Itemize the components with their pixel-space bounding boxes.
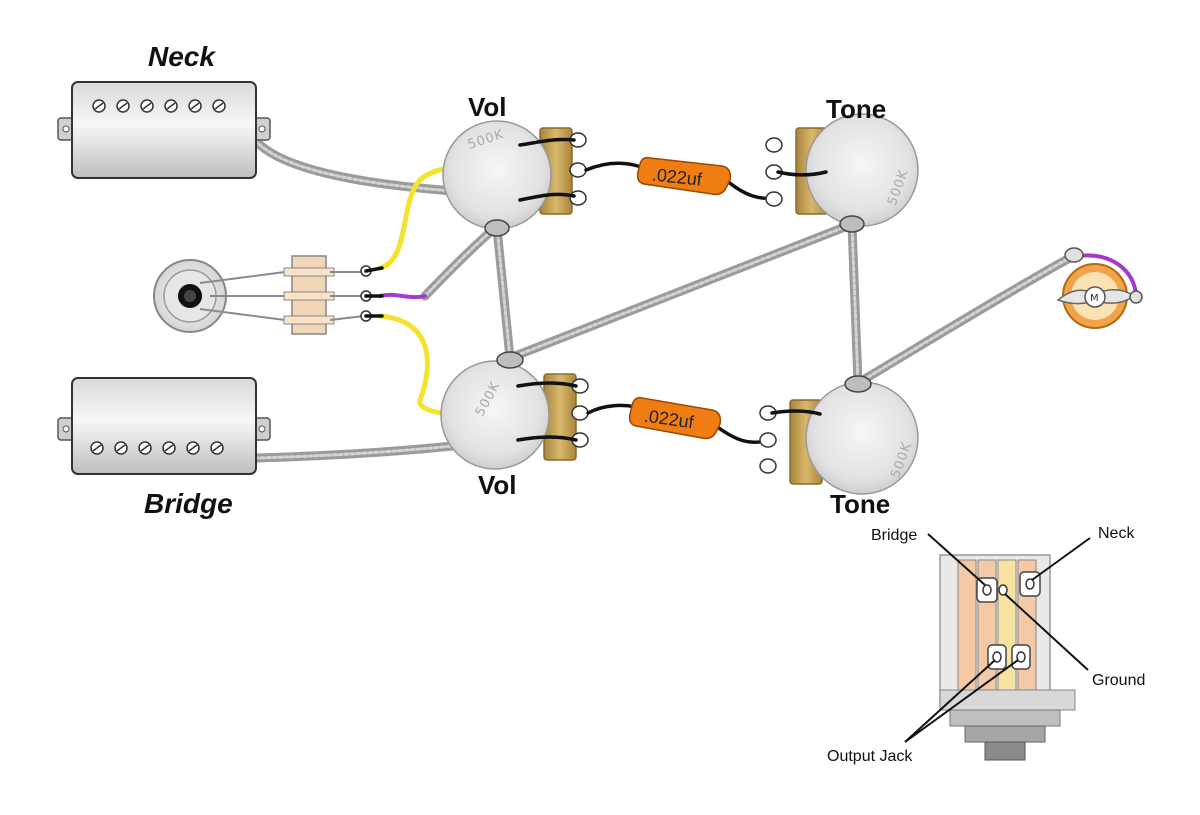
detail-neck-label: Neck xyxy=(1098,525,1135,542)
output-jack: M xyxy=(1056,247,1143,329)
volume-pot-bottom: 500K xyxy=(440,351,589,470)
tone-bottom-ground-lug xyxy=(844,375,872,393)
vol-top-ground-lug xyxy=(484,219,510,237)
vol-top-label: Vol xyxy=(468,92,507,122)
bridge-pickup xyxy=(57,377,271,475)
switch-purple-ground xyxy=(378,292,427,300)
detail-output-jack-label: Output Jack xyxy=(827,748,913,765)
detail-bridge-label: Bridge xyxy=(871,527,917,544)
cap-leads xyxy=(584,161,778,445)
neck-label: Neck xyxy=(148,41,216,72)
capacitor-top: .022uf xyxy=(636,156,732,196)
toggle-switch xyxy=(153,255,372,335)
vol-bottom-ground-lug xyxy=(496,351,524,369)
volume-pot-top: 500K xyxy=(442,120,587,237)
capacitor-bottom: .022uf xyxy=(628,396,722,440)
tone-pot-top: 500K xyxy=(765,113,919,233)
tone-bottom-label: Tone xyxy=(830,489,890,519)
vol-bottom-label: Vol xyxy=(478,470,517,500)
switch-detail xyxy=(904,533,1091,761)
tone-top-label: Tone xyxy=(826,94,886,124)
shielded-cables xyxy=(250,135,1080,463)
switch-lug-stack xyxy=(283,255,335,335)
tone-pot-bottom: 500K xyxy=(759,375,919,495)
tone-top-ground-lug xyxy=(839,215,865,233)
neck-pickup xyxy=(57,81,271,179)
switch-terminals xyxy=(360,265,372,322)
bridge-label: Bridge xyxy=(144,488,233,519)
jack-marker: M xyxy=(1090,293,1099,304)
detail-ground-label: Ground xyxy=(1092,672,1145,689)
